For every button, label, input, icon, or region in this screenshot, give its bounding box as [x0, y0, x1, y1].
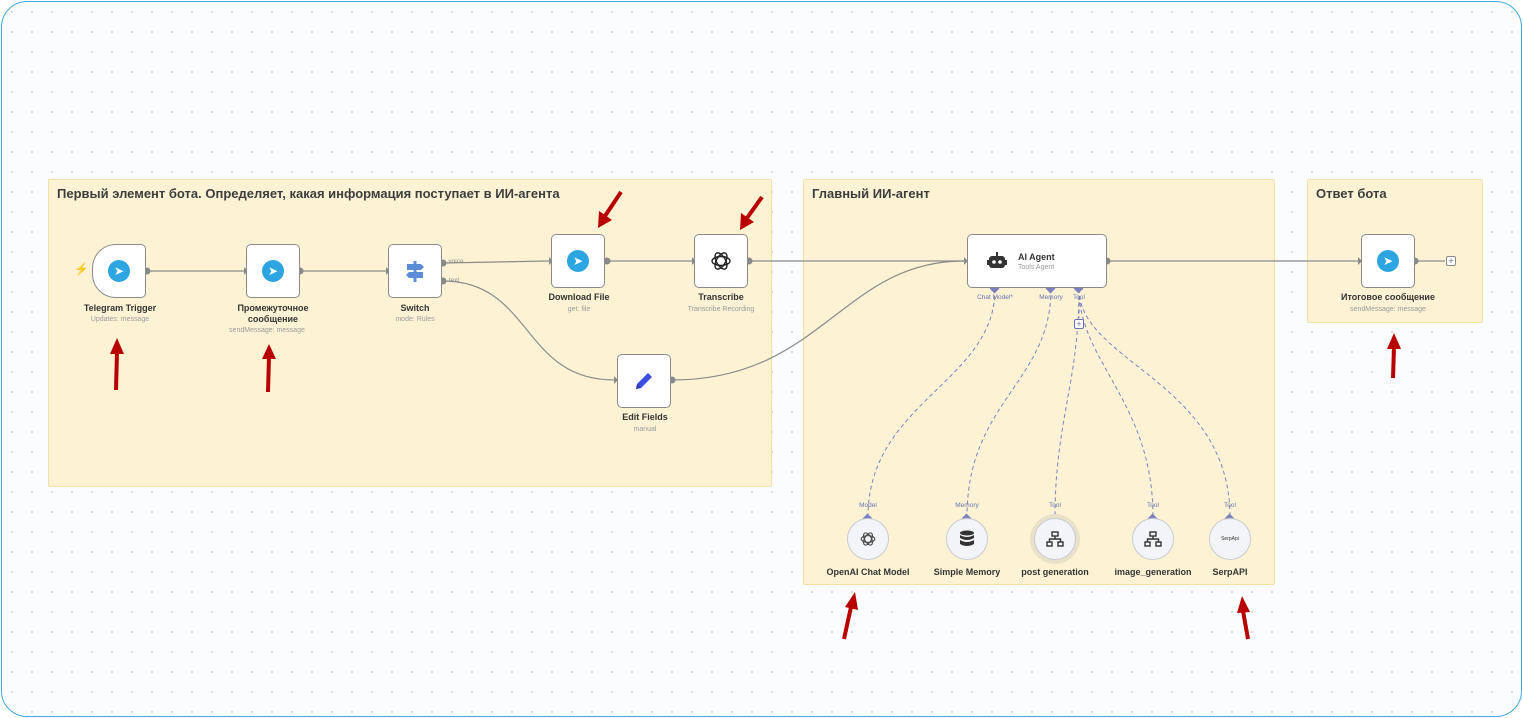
node-telegram-trigger[interactable]: ➤: [92, 244, 146, 298]
add-tool-button[interactable]: +: [1074, 319, 1084, 329]
image-tool-port-label: Tool: [1147, 502, 1159, 509]
node-serpapi-label: SerpAPI: [1212, 567, 1248, 577]
node-edit-fields[interactable]: [617, 354, 671, 408]
node-transcribe-label: Transcribe: [698, 292, 744, 302]
telegram-icon: ➤: [1377, 250, 1399, 272]
sticky-note-input[interactable]: Первый элемент бота. Определяет, какая и…: [48, 179, 772, 487]
add-next-node-button[interactable]: +: [1446, 256, 1456, 266]
sticky-title-agent: Главный ИИ-агент: [812, 186, 930, 201]
node-openai-label: OpenAI Chat Model: [826, 567, 910, 577]
node-switch-label: Switch: [400, 303, 430, 313]
sticky-title-input: Первый элемент бота. Определяет, какая и…: [57, 186, 560, 201]
annotation-arrow-transcribe: [740, 195, 764, 230]
annotation-arrow-trigger: [110, 338, 124, 391]
sitemap-icon: [1046, 531, 1064, 547]
serp-tool-port-label: Tool: [1224, 502, 1236, 509]
node-post-generation[interactable]: [1034, 518, 1076, 560]
node-openai-chat-model[interactable]: [847, 518, 889, 560]
node-intermediate-label: Промежуточное сообщение: [237, 303, 309, 324]
node-ai-agent-label: AI Agent: [1018, 251, 1055, 262]
switch-output-text: text: [448, 277, 460, 284]
node-final-sub: sendMessage: message: [1350, 306, 1426, 313]
node-ai-agent-sub: Tools Agent: [1018, 263, 1055, 271]
connection-agent-tool-serp: [1078, 288, 1231, 518]
annotation-arrow-serpapi: [1237, 596, 1250, 640]
annotation-arrow-download: [598, 190, 623, 228]
pencil-icon: [636, 373, 652, 389]
telegram-icon: ➤: [262, 260, 284, 282]
node-serpapi[interactable]: SerpApi: [1209, 518, 1251, 560]
node-switch[interactable]: [388, 244, 442, 298]
ai-agent-port-memory: Memory: [1039, 294, 1063, 301]
node-intermediate-sub: sendMessage: message: [229, 327, 305, 334]
connection-switch-edit: [442, 280, 615, 381]
node-download-file[interactable]: ➤: [551, 234, 605, 288]
memory-port-label: Memory: [955, 502, 979, 509]
trigger-bolt-icon: ⚡: [74, 262, 89, 276]
sticky-title-reply: Ответ бота: [1316, 186, 1387, 201]
openai-icon: [711, 252, 731, 270]
switch-output-voice: voice: [448, 258, 464, 265]
node-image-generation[interactable]: [1132, 518, 1174, 560]
node-transcribe[interactable]: [694, 234, 748, 288]
node-download-label: Download File: [548, 292, 610, 302]
openai-port-label: Model: [859, 502, 877, 509]
node-memory-label: Simple Memory: [933, 567, 1001, 577]
post-tool-port-label: Tool: [1049, 502, 1061, 509]
node-intermediate-message[interactable]: ➤: [246, 244, 300, 298]
connection-edit-agent: [671, 260, 965, 381]
node-final-message[interactable]: ➤: [1361, 234, 1415, 288]
serpapi-logo-icon: SerpApi: [1221, 536, 1239, 542]
node-ai-agent[interactable]: AI Agent Tools Agent: [967, 234, 1107, 288]
openai-icon: [860, 532, 876, 546]
node-image-generation-label: image_generation: [1114, 567, 1192, 577]
node-post-generation-label: post generation: [1021, 567, 1089, 577]
node-transcribe-sub: Transcribe Recording: [687, 306, 755, 313]
annotation-arrow-intermediate: [262, 344, 276, 393]
annotation-arrows: [110, 190, 1401, 640]
connection-agent-tool-post: [1054, 288, 1080, 518]
robot-icon: [987, 252, 1007, 268]
database-icon: [960, 530, 974, 546]
node-telegram-trigger-sub: Updates: message: [90, 316, 150, 323]
node-final-label: Итоговое сообщение: [1341, 292, 1435, 302]
node-simple-memory[interactable]: [946, 518, 988, 560]
connection-agent-tool-image: [1078, 288, 1154, 518]
ai-agent-port-chat-model: Chat Model*: [977, 294, 1013, 301]
node-download-sub: get: file: [567, 306, 591, 313]
node-edit-fields-sub: manual: [633, 426, 657, 433]
ai-agent-port-tool: Tool: [1073, 294, 1085, 301]
annotation-arrow-final: [1387, 333, 1401, 379]
annotation-arrow-openai: [842, 592, 858, 640]
connection-agent-memory: [966, 288, 1052, 518]
telegram-icon: ➤: [567, 250, 589, 272]
node-telegram-trigger-label: Telegram Trigger: [83, 303, 157, 313]
connection-switch-download: [442, 260, 550, 264]
telegram-icon: ➤: [108, 260, 130, 282]
sitemap-icon: [1144, 531, 1162, 547]
connection-agent-model: [867, 288, 996, 518]
node-edit-fields-label: Edit Fields: [622, 412, 668, 422]
signpost-icon: [406, 261, 424, 282]
node-switch-sub: mode: Rules: [395, 316, 435, 323]
